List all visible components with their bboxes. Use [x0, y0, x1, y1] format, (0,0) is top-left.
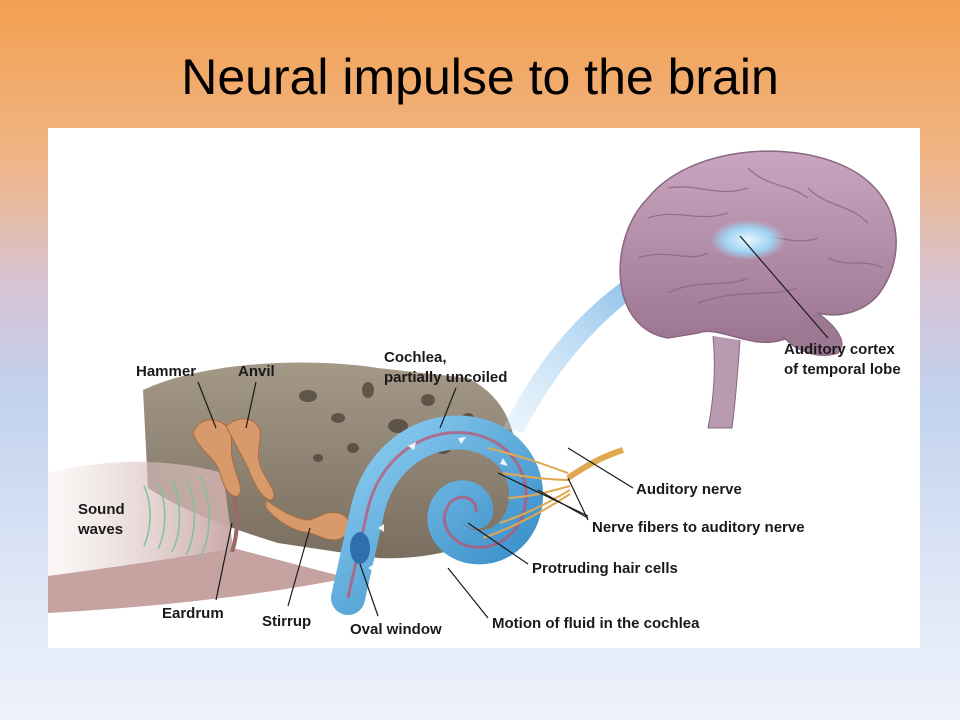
label-nerve-fibers: Nerve fibers to auditory nerve [592, 519, 805, 536]
cochlea [331, 415, 544, 615]
oval-window-shape [350, 532, 370, 564]
label-auditory-nerve: Auditory nerve [636, 481, 742, 498]
leader-lines [197, 235, 829, 619]
label-cochlea-line2: partially uncoiled [384, 369, 507, 386]
label-oval-window: Oval window [350, 621, 442, 638]
label-sound-waves-line1: Sound [78, 501, 125, 518]
brain [619, 150, 897, 429]
label-cochlea-line1: Cochlea, [384, 349, 447, 366]
ossicles [192, 418, 350, 541]
label-fluid-motion: Motion of fluid in the cochlea [492, 615, 700, 632]
auditory-cortex-highlight [710, 220, 786, 260]
label-auditory-cortex-line2: of temporal lobe [784, 361, 901, 378]
label-eardrum: Eardrum [162, 605, 224, 622]
label-sound-waves-line2: waves [77, 521, 123, 538]
label-stirrup: Stirrup [262, 613, 311, 630]
ear-canal [48, 461, 348, 613]
hammer-bone [192, 419, 241, 497]
label-auditory-cortex-line1: Auditory cortex [784, 341, 896, 358]
label-hammer: Hammer [136, 363, 196, 380]
sound-wave-lines [143, 475, 210, 559]
anvil-bone [225, 418, 275, 501]
label-anvil: Anvil [238, 363, 275, 380]
ear-to-brain-diagram: Hammer Anvil Cochlea, partially uncoiled… [48, 150, 901, 638]
label-hair-cells: Protruding hair cells [532, 560, 678, 577]
slide-title: Neural impulse to the brain [181, 49, 779, 105]
diagram-panel: Hammer Anvil Cochlea, partially uncoiled… [48, 128, 920, 648]
